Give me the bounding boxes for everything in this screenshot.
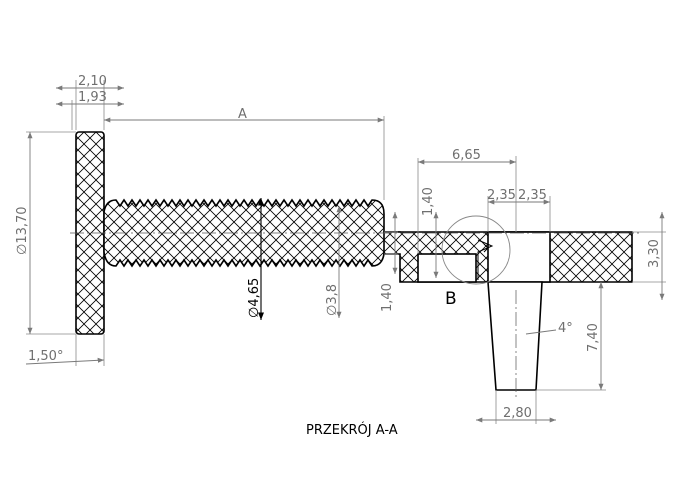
dim-line-1-50: [25, 357, 105, 365]
dim-head-inner: 1,93: [78, 90, 107, 105]
dim-plate-thickness: 3,30: [647, 239, 662, 268]
detail-b-circle: [441, 215, 511, 285]
dim-core-diameter: ∅3,8: [325, 284, 340, 316]
dim-boss-width: 2,80: [503, 406, 532, 421]
plate-slot: [487, 231, 551, 283]
section-title: PRZEKRÓJ A-A: [306, 422, 398, 438]
dim-gap-right: 2,35: [518, 188, 547, 203]
dim-neck-step: 1,40: [421, 187, 436, 216]
dim-thread-diameter: ∅4,65: [247, 278, 262, 318]
taper-boss: [487, 281, 543, 391]
dim-head-diameter: ∅13,70: [15, 206, 30, 255]
dim-head-width: 2,10: [78, 74, 107, 89]
dim-taper-angle: 4°: [558, 321, 573, 336]
snap-hook: [477, 239, 494, 280]
detail-b-label: B: [445, 289, 457, 309]
dim-neck-height: 1,40: [380, 283, 395, 312]
dim-offset-665: 6,65: [452, 148, 481, 163]
dim-length-a: A: [238, 107, 247, 122]
dim-line-4deg: [525, 329, 557, 335]
dim-gap-left: 2,35: [487, 188, 516, 203]
dim-boss-height: 7,40: [586, 323, 601, 352]
dim-draft-angle: 1,50°: [28, 349, 63, 364]
